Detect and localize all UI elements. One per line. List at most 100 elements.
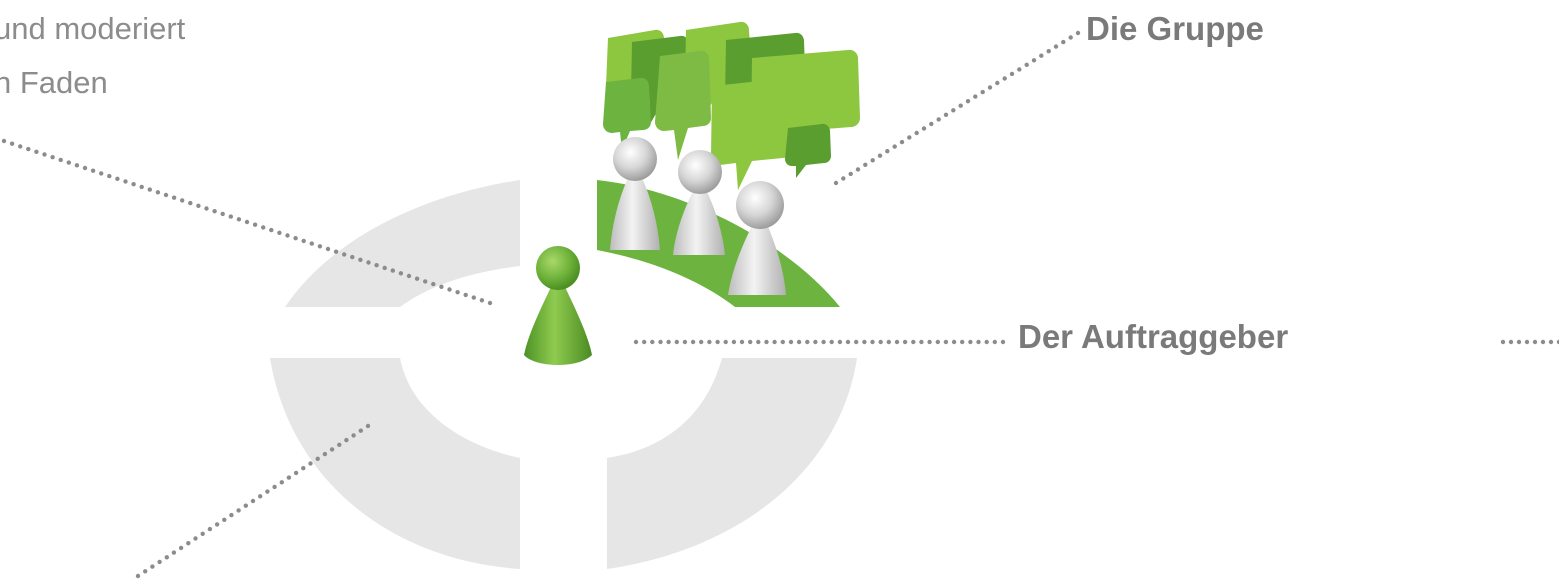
connector-dot <box>1 138 7 144</box>
connector-dot <box>1500 339 1506 345</box>
speech-bubbles-icon <box>603 21 860 190</box>
connector-dot <box>723 339 728 345</box>
connector-dot <box>1024 62 1029 67</box>
connector-dot <box>682 339 688 345</box>
connector-dot <box>147 187 152 192</box>
connector-dot <box>163 192 169 198</box>
connector-dot <box>135 573 141 579</box>
connector-dot <box>200 531 205 536</box>
connector-dot <box>796 339 802 345</box>
connector-dot <box>164 555 169 560</box>
connector-dot <box>431 281 436 287</box>
connector-dot <box>123 179 128 184</box>
connector-dot <box>1075 30 1081 36</box>
connector-dot <box>911 339 916 345</box>
connector-dot <box>1508 339 1514 345</box>
connector-dot <box>892 144 897 149</box>
connector-dot <box>269 227 274 233</box>
connector-dot <box>171 195 177 200</box>
connector-dot <box>329 447 335 452</box>
connector-dot <box>690 339 696 345</box>
connector-dot <box>115 176 120 181</box>
connector-dot <box>1039 53 1044 58</box>
connector-dot <box>342 252 347 257</box>
grey-pawn <box>610 137 660 250</box>
connector-dot <box>58 157 63 163</box>
connector-dot <box>293 236 298 241</box>
connector-dot <box>358 257 363 262</box>
connector-dot <box>390 268 395 273</box>
connector-dot <box>139 184 144 190</box>
grey-pawn <box>728 181 786 295</box>
connector-dot <box>907 135 912 140</box>
connector-dot <box>131 182 136 187</box>
connector-dot <box>178 545 184 551</box>
connector-dot <box>455 290 460 295</box>
connector-dot <box>715 339 720 345</box>
connector-dot <box>885 149 890 154</box>
connector-dot <box>265 489 270 494</box>
connector-dot <box>180 198 185 203</box>
connector-dot <box>186 541 191 546</box>
top-left-label-line2: n Faden <box>0 65 108 100</box>
connector-dot <box>204 206 209 211</box>
connector-dot <box>780 339 785 345</box>
connector-dot <box>658 339 663 345</box>
connector-dot <box>943 112 949 118</box>
connector-dot <box>870 339 875 345</box>
connector-dot <box>487 300 493 306</box>
connector-dot <box>207 526 213 532</box>
connector-dot <box>914 130 919 136</box>
connector-dot <box>382 265 387 271</box>
pawn-head <box>613 137 657 181</box>
connector-dot <box>196 203 201 208</box>
connector-dot <box>107 173 112 179</box>
connector-dot <box>674 339 679 345</box>
connector-dot <box>699 339 704 345</box>
top-left-label-line1: und moderiert <box>0 11 186 46</box>
connector-dot <box>9 141 15 146</box>
connector-dot <box>308 461 313 466</box>
connector-dot <box>423 279 428 284</box>
ring <box>270 180 857 569</box>
connector-dot <box>236 508 241 513</box>
green-pawn <box>524 246 592 365</box>
connector-dot <box>258 494 263 499</box>
connector-dot <box>877 153 883 158</box>
connector-dot <box>244 219 250 225</box>
speech-bubble <box>603 77 651 150</box>
pawn-head <box>678 150 722 194</box>
connector-dot <box>943 339 949 345</box>
pawn-body <box>673 190 725 255</box>
connector-dot <box>325 246 331 252</box>
connector-dot <box>252 222 258 227</box>
connector-dot <box>973 94 978 99</box>
connector-dot <box>447 287 452 292</box>
connector-dot <box>374 263 379 268</box>
connector-dot <box>279 480 284 485</box>
pawn-head <box>736 181 784 229</box>
connector-dot <box>351 433 356 438</box>
connector-dot <box>731 339 737 345</box>
connector-dot <box>143 569 148 574</box>
connector-dot <box>398 271 404 276</box>
connector-dot <box>862 339 867 345</box>
connector-dot <box>157 559 162 565</box>
connector-dot <box>358 428 363 433</box>
connector-dot <box>829 339 834 345</box>
ring-segment-top-left <box>285 180 520 307</box>
connector-dot <box>992 339 997 345</box>
connector-dot <box>764 339 769 345</box>
connector-dot <box>929 121 934 127</box>
connector-dot <box>214 522 220 527</box>
dotted-connectors <box>1 30 1559 579</box>
connector-dot <box>463 292 468 298</box>
connector-dot <box>833 180 839 186</box>
connector-dot <box>228 214 233 219</box>
connector-dot <box>344 437 349 443</box>
connector-dot <box>222 517 227 522</box>
connector-dot <box>772 339 777 345</box>
connector-dot <box>958 103 963 108</box>
connector-dot <box>212 209 217 214</box>
